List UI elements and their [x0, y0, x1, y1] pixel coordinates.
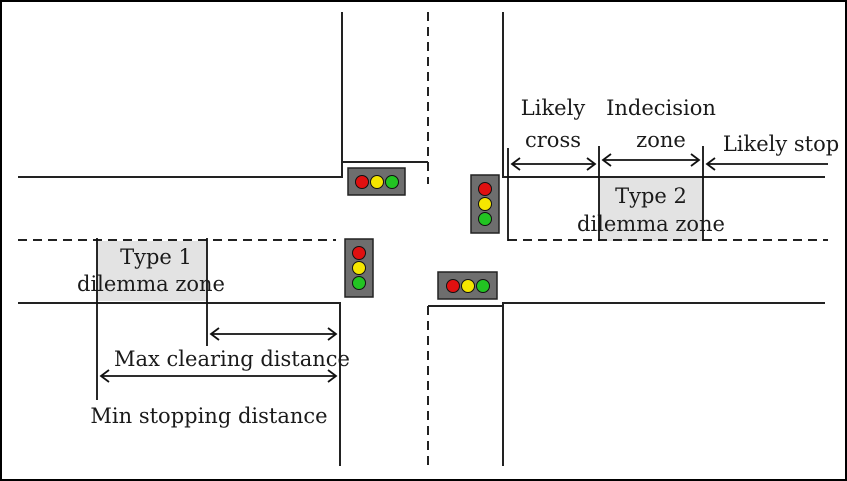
type2-label-line2: dilemma zone — [577, 212, 725, 236]
likely-cross-label-line1: Likely — [521, 96, 586, 120]
indecision-zone-label-line2: zone — [636, 128, 686, 152]
traffic-light-icon — [347, 167, 406, 196]
east-road-south-edge — [502, 302, 825, 466]
likely-stop-label: Likely stop — [723, 132, 839, 156]
zone-boundaries — [96, 146, 704, 400]
indecision-zone-arrow — [601, 153, 701, 167]
west-road-north-edge — [18, 12, 343, 178]
max-clearing-distance-label: Max clearing distance — [114, 347, 350, 371]
type2-dilemma-zone-shading — [599, 178, 703, 241]
min-stopping-arrow — [99, 369, 338, 383]
likely-cross-label-line2: cross — [525, 128, 581, 152]
type1-label-line2: dilemma zone — [77, 272, 225, 296]
type2-label-line1: Type 2 — [615, 184, 687, 208]
traffic-light-icon — [470, 174, 500, 234]
type1-dilemma-zone-shading — [97, 241, 207, 301]
type1-label-line1: Type 1 — [120, 245, 192, 269]
traffic-light-icon — [344, 238, 374, 298]
indecision-zone-label-line1: Indecision — [606, 96, 716, 120]
min-stopping-distance-label: Min stopping distance — [90, 404, 327, 428]
center-lines — [18, 12, 828, 468]
dimension-arrows — [99, 153, 828, 383]
likely-cross-arrow — [510, 157, 597, 171]
likely-stop-arrow — [705, 157, 828, 171]
traffic-light-icon — [437, 271, 498, 300]
road-edges — [18, 12, 825, 466]
max-clearing-arrow — [209, 327, 338, 341]
west-road-south-edge — [18, 302, 341, 466]
east-road-north-edge — [502, 12, 825, 178]
